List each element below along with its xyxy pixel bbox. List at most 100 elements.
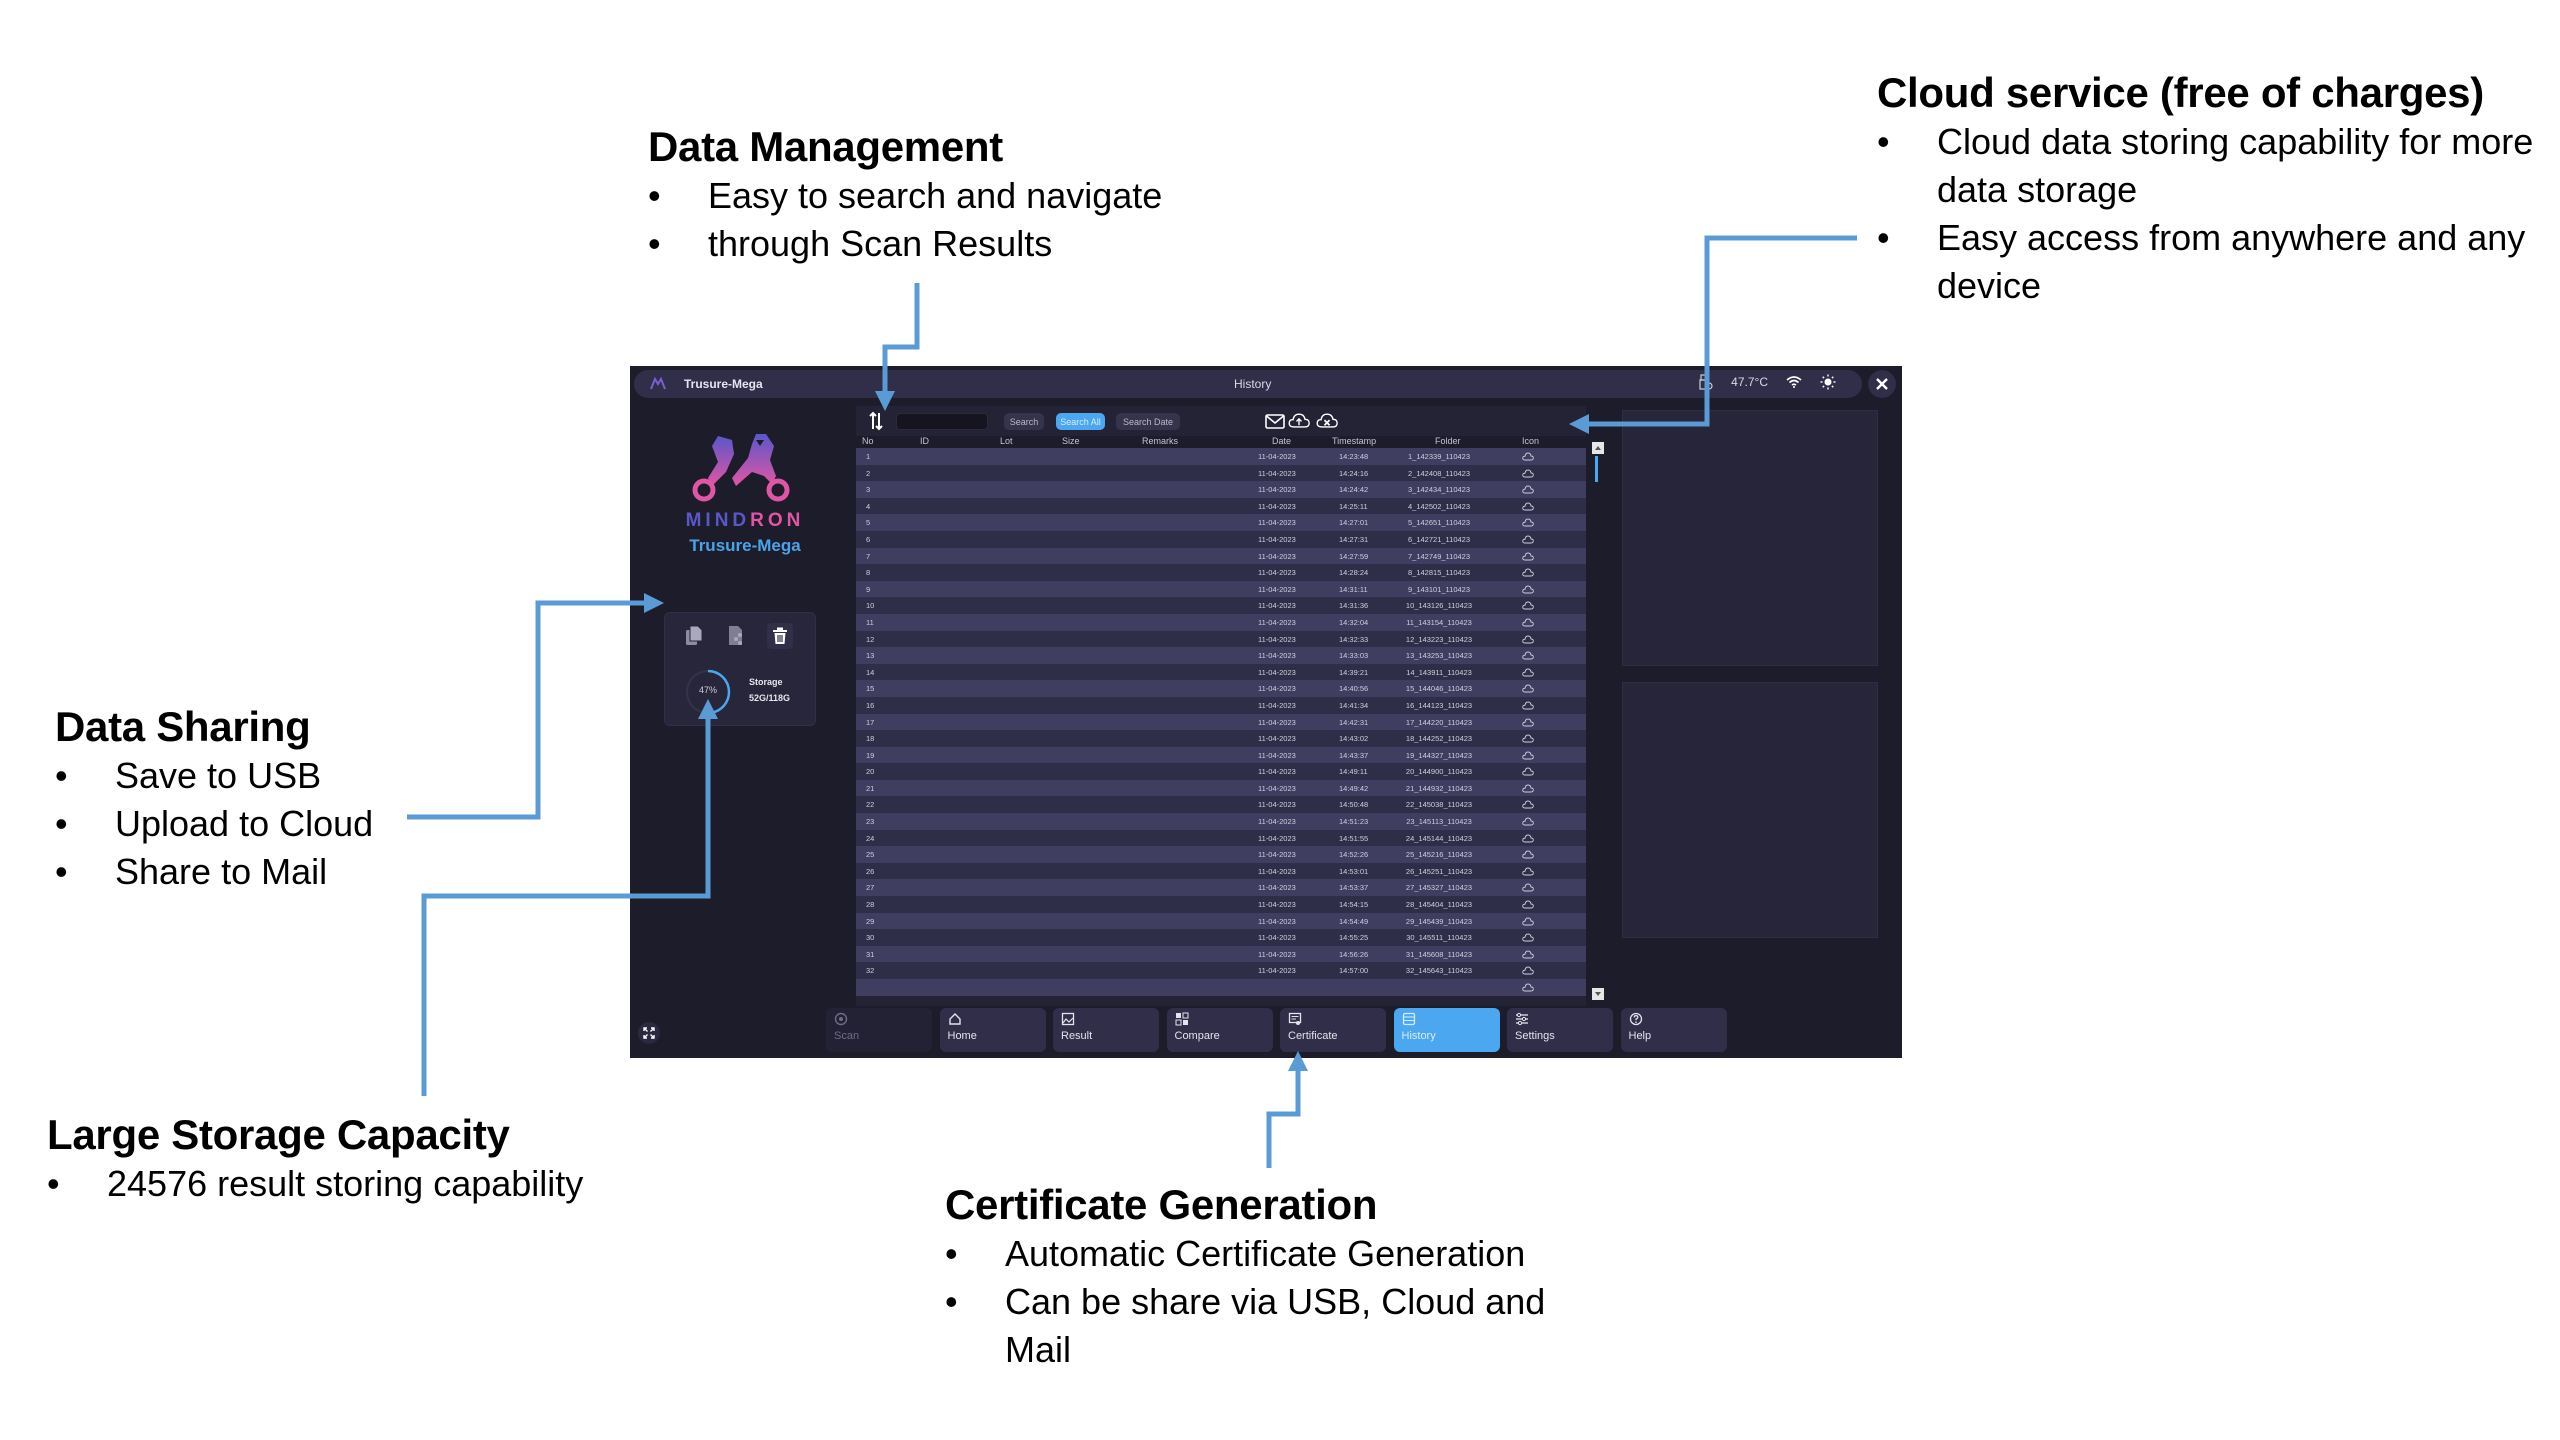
cloud-icon[interactable] (1522, 535, 1534, 544)
column-header-id[interactable]: ID (920, 436, 929, 446)
cloud-icon[interactable] (1522, 651, 1534, 660)
cloud-icon[interactable] (1522, 701, 1534, 710)
search-button[interactable]: Search (1004, 413, 1044, 430)
cloud-icon[interactable] (1522, 618, 1534, 627)
column-header-icon[interactable]: Icon (1522, 436, 1540, 446)
search-date-button[interactable]: Search Date (1116, 413, 1180, 430)
nav-certificate-button[interactable]: Certificate (1280, 1008, 1386, 1052)
nav-result-button[interactable]: Result (1053, 1008, 1159, 1052)
column-header-no[interactable]: No (862, 436, 874, 446)
cloud-icon[interactable] (1522, 917, 1534, 926)
cloud-icon[interactable] (1522, 718, 1534, 727)
nav-help-button[interactable]: Help (1620, 1008, 1727, 1052)
cloud-icon[interactable] (1522, 800, 1534, 809)
nav-history-button[interactable]: History (1393, 1008, 1500, 1052)
search-all-button[interactable]: Search All (1056, 413, 1105, 430)
share-file-button[interactable] (723, 623, 749, 649)
cloud-icon[interactable] (1522, 552, 1534, 561)
cloud-icon[interactable] (1522, 817, 1534, 826)
cloud-icon[interactable] (1522, 900, 1534, 909)
cloud-icon[interactable] (1522, 601, 1534, 610)
cloud-delete-icon[interactable] (1316, 411, 1338, 431)
cloud-icon[interactable] (1522, 635, 1534, 644)
brightness-icon[interactable] (1820, 374, 1836, 390)
mail-icon[interactable] (1264, 411, 1286, 431)
column-header-folder[interactable]: Folder (1435, 436, 1461, 446)
cloud-icon[interactable] (1522, 469, 1534, 478)
nav-scan-button[interactable]: Scan (826, 1008, 932, 1052)
cloud-icon[interactable] (1522, 502, 1534, 511)
cloud-icon[interactable] (1522, 883, 1534, 892)
save-to-usb-button[interactable] (681, 623, 707, 649)
table-scrollbar[interactable] (1592, 442, 1606, 1002)
cloud-icon[interactable] (1522, 950, 1534, 959)
cloud-icon[interactable] (1522, 834, 1534, 843)
delete-button[interactable] (767, 623, 793, 649)
cloud-icon[interactable] (1522, 452, 1534, 461)
cloud-icon[interactable] (1522, 518, 1534, 527)
column-header-lot[interactable]: Lot (1000, 436, 1013, 446)
cloud-icon[interactable] (1522, 983, 1534, 992)
cloud-icon[interactable] (1522, 684, 1534, 693)
cloud-icon[interactable] (1522, 585, 1534, 594)
cloud-upload-icon[interactable] (1288, 411, 1310, 431)
cloud-icon[interactable] (1522, 734, 1534, 743)
cloud-icon[interactable] (1522, 568, 1534, 577)
fullscreen-button[interactable] (638, 1022, 660, 1044)
cloud-icon[interactable] (1522, 933, 1534, 942)
column-header-timestamp[interactable]: Timestamp (1332, 436, 1377, 446)
search-input[interactable] (896, 413, 988, 430)
table-row[interactable] (856, 979, 1586, 996)
cloud-icon[interactable] (1522, 966, 1534, 975)
column-header-date[interactable]: Date (1272, 436, 1292, 446)
cloud-icon[interactable] (1522, 867, 1534, 876)
cloud-icon[interactable] (1522, 784, 1534, 793)
cloud-icon[interactable] (1522, 767, 1534, 776)
scroll-thumb[interactable] (1595, 456, 1598, 482)
cloud-icon[interactable] (1522, 668, 1534, 677)
nav-compare-button[interactable]: Compare (1166, 1008, 1273, 1052)
scroll-down-button[interactable] (1592, 988, 1604, 1000)
cloud-icon[interactable] (1522, 850, 1534, 859)
nav-settings-button[interactable]: Settings (1507, 1008, 1613, 1052)
column-header-remarks[interactable]: Remarks (1142, 436, 1179, 446)
cloud-icon[interactable] (1522, 751, 1534, 760)
sort-icon[interactable] (868, 411, 884, 431)
nav-home-button[interactable]: Home (939, 1008, 1046, 1052)
wifi-icon[interactable] (1786, 376, 1802, 388)
close-button[interactable] (1868, 370, 1896, 398)
column-header-size[interactable]: Size (1062, 436, 1080, 446)
